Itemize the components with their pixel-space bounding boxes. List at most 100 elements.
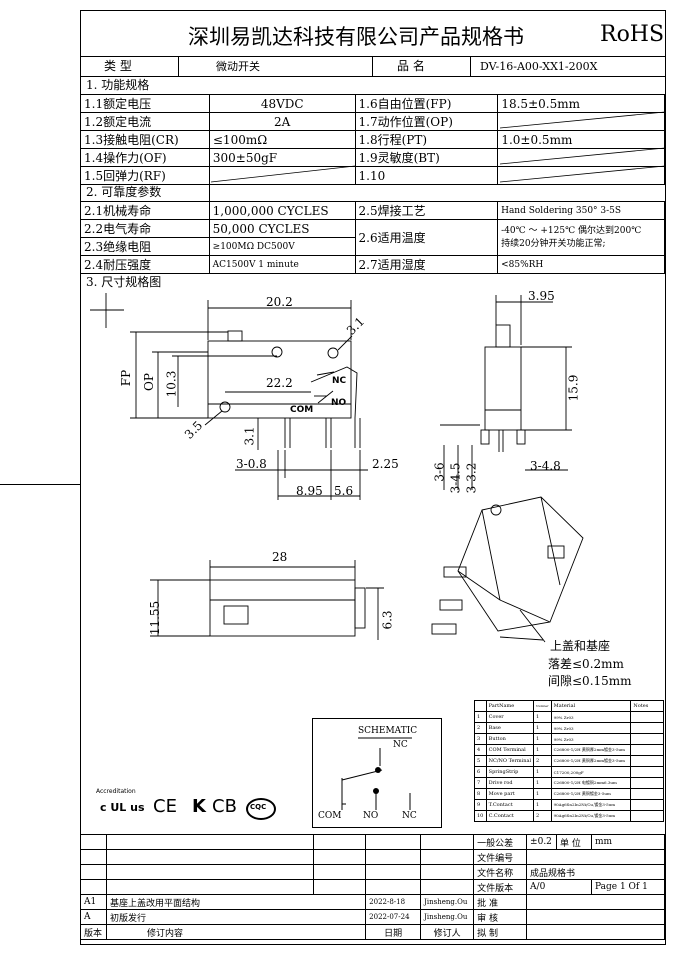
table-cell: NC/NO Terminal <box>485 755 535 767</box>
divider <box>209 184 210 201</box>
tolerance-value: ±0.2 <box>526 834 558 850</box>
table-cell: C26800-1/2H 电镀铜2mm6.3um <box>550 777 632 789</box>
table-row: 1.3接触电阻(CR) ≤100mΩ 1.8行程(PT) 1.0±0.5mm <box>80 130 665 149</box>
divider <box>470 56 471 76</box>
table-cell <box>630 788 664 800</box>
col-header <box>474 700 487 712</box>
table-cell: 2 <box>474 722 487 734</box>
table-cell: 2 <box>533 755 552 767</box>
schematic-nc2: NC <box>402 811 417 821</box>
dim-3-4-8: 3-4.8 <box>530 459 561 473</box>
blank-cell <box>105 879 315 895</box>
blank-cell <box>313 879 367 895</box>
table-cell: 10 <box>474 810 487 822</box>
divider <box>372 56 373 76</box>
table-header-row: PartName Number Material Notes <box>474 700 664 712</box>
type-value: 微动开关 <box>216 60 260 73</box>
blank-cell <box>313 834 367 850</box>
blank-cell <box>365 834 422 850</box>
divider <box>178 56 179 76</box>
spec-label: 2.7适用湿度 <box>354 255 499 274</box>
name-label: 品 名 <box>397 59 425 73</box>
dim-2-25: 2.25 <box>372 457 399 471</box>
cqc-text: CQC <box>250 803 267 811</box>
blank-cell <box>313 864 367 880</box>
table-cell: Cover <box>485 711 535 723</box>
blank-cell <box>365 864 422 880</box>
table-cell <box>630 810 664 822</box>
draft-label: 拟 制 <box>473 924 528 940</box>
table-cell: 1 <box>533 733 552 745</box>
rev-content: 初版发行 <box>105 909 367 925</box>
table-cell: 4 <box>474 744 487 756</box>
table-row: 2.2电气寿命 50,000 CYCLES 2.6适用温度 -40℃ ～ +12… <box>80 219 665 256</box>
dim-6-3: 6.3 <box>380 610 395 630</box>
review-value <box>526 909 665 925</box>
table-cell: 1 <box>533 722 552 734</box>
table-cell: Move part <box>485 788 535 800</box>
table-cell: C.Contact <box>485 810 535 822</box>
table-cell: 1 <box>533 766 552 778</box>
table-row: 文件版本 A/0 Page 1 Of 1 <box>80 879 666 895</box>
table-cell: Button <box>485 733 535 745</box>
schematic-title: SCHEMATIC <box>358 726 418 736</box>
function-spec-table: 1.1额定电压 48VDC 1.6自由位置(FP) 18.5±0.5mm 1.2… <box>80 94 665 185</box>
file-version-value: A/0 <box>526 879 592 895</box>
table-cell: 1 <box>474 711 487 723</box>
dim-10-3: 10.3 <box>164 370 179 398</box>
dim-22-2: 22.2 <box>266 376 293 390</box>
dim-fp: FP <box>119 369 134 387</box>
rev-content: 基座上盖改用平面结构 <box>105 894 367 910</box>
table-cell: 90Ag6Sn2In2Ni/Cu,镀金3-5um <box>550 810 632 822</box>
blank-cell <box>105 864 315 880</box>
table-row: 2.1机械寿命 1,000,000 CYCLES 2.5焊接工艺 Hand So… <box>80 201 665 220</box>
table-cell: 99% Zr03 <box>550 711 632 723</box>
dim-3-1b: 3.1 <box>242 426 257 446</box>
label-nc: NC <box>332 376 347 386</box>
dim-15-9: 15.9 <box>566 374 581 402</box>
table-row: A 初版发行 2022-07-24 Jinsheng.Ou 审 核 <box>80 909 665 925</box>
blank-cell <box>420 849 475 865</box>
table-cell: 1 <box>533 744 552 756</box>
rev-version: A <box>80 909 107 925</box>
accreditation-label: Accreditation <box>96 788 136 795</box>
blank-cell <box>105 834 315 850</box>
table-row: 一般公差 ±0.2 单 位 mm <box>80 834 666 850</box>
note-drop: 落差≤0.2mm <box>548 657 624 671</box>
note-cover-base: 上盖和基座 <box>550 639 611 653</box>
col-header: PartName <box>485 700 535 712</box>
table-cell: 5 <box>474 755 487 767</box>
table-row: 1.2额定电流 2A 1.7动作位置(OP) <box>80 112 665 131</box>
blank-cell <box>365 879 422 895</box>
review-label: 审 核 <box>473 909 528 925</box>
name-value: DV-16-A00-XX1-200X <box>480 60 598 73</box>
blank-cell <box>80 834 107 850</box>
table-cell <box>630 777 664 789</box>
table-row: 2.4耐压强度 AC1500V 1 minute 2.7适用湿度 <85%RH <box>80 255 665 274</box>
schematic-com: COM <box>318 811 342 821</box>
empty-cell-strikes <box>210 111 666 183</box>
ce-logo: CE <box>153 796 177 817</box>
schematic-nc: NC <box>393 740 408 750</box>
tolerance-label: 一般公差 <box>473 834 528 850</box>
spec-value: <85%RH <box>497 255 665 274</box>
dim-3-3-2: 3-3.2 <box>464 462 479 494</box>
col-header: Material <box>550 700 632 712</box>
temp-note: 持续20分钟开关功能正常; <box>501 238 606 249</box>
schematic-diagram <box>341 737 412 810</box>
spec-value: 1,000,000 CYCLES <box>208 201 356 220</box>
table-cell: 1 <box>533 788 552 800</box>
table-row: 1.5回弹力(RF) 1.10 <box>80 166 665 185</box>
rev-date: 2022-8-18 <box>365 894 422 910</box>
rev-version: A1 <box>80 894 107 910</box>
table-cell: Base <box>485 722 535 734</box>
blank-cell <box>80 879 107 895</box>
unit-value: mm <box>590 834 666 850</box>
